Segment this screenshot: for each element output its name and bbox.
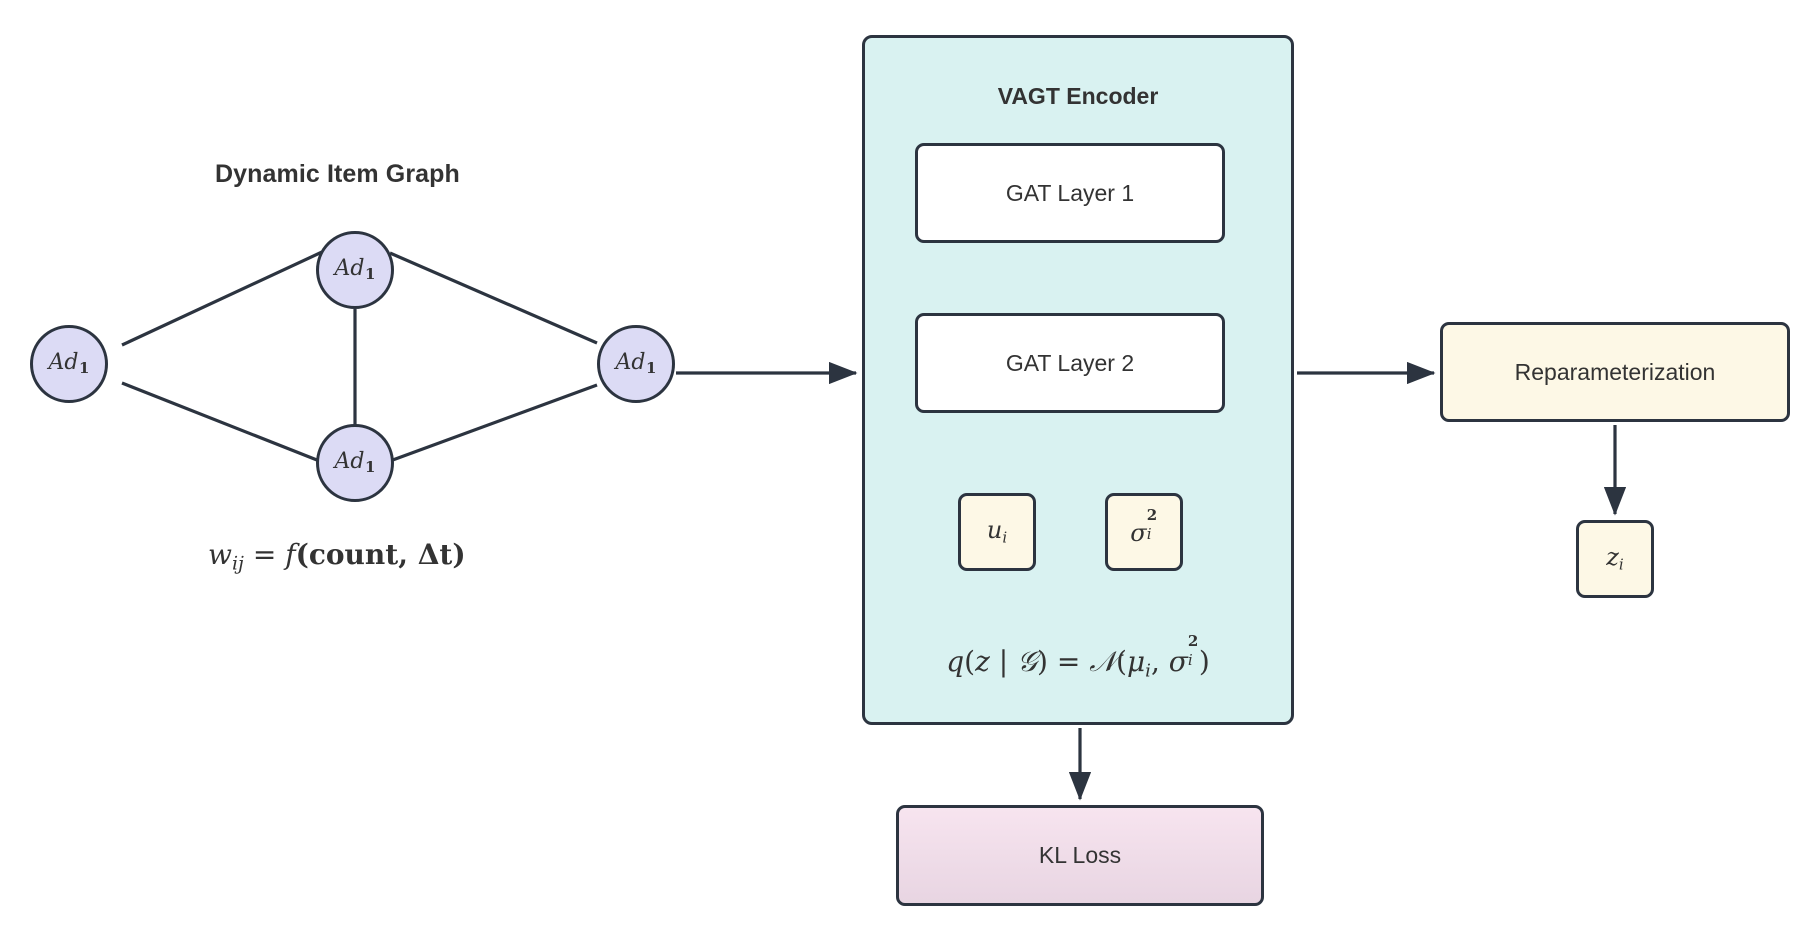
graph-node-left[interactable]: Ad1	[30, 325, 108, 403]
mean-parameter-box[interactable]: ui	[958, 493, 1036, 571]
kl-loss-box[interactable]: KL Loss	[896, 805, 1264, 906]
gat-layer-1-label: GAT Layer 1	[1005, 179, 1135, 206]
graph-node-bottom-label: Ad1	[334, 448, 376, 477]
latent-variable-box[interactable]: zi	[1576, 520, 1654, 598]
reparameterization-label: Reparameterization	[1514, 358, 1716, 385]
gat-layer-2-label: GAT Layer 2	[1005, 349, 1135, 376]
graph-edge-top-right	[389, 251, 598, 345]
latent-variable-label: zi	[1606, 543, 1624, 574]
graph-edge-left-bottom	[121, 381, 323, 464]
encoder-title: VAGT Encoder	[997, 83, 1159, 109]
graph-node-right-label: Ad1	[615, 349, 657, 378]
vagt-encoder-panel: VAGT Encoder GAT Layer 1 GAT Layer 2 ui …	[862, 35, 1294, 725]
graph-edge-left-top	[121, 250, 323, 347]
reparameterization-box[interactable]: Reparameterization	[1440, 322, 1790, 422]
edge-weight-formula: wij = f(count, Δt)	[208, 538, 466, 575]
mean-parameter-label: ui	[986, 516, 1008, 547]
graph-node-right[interactable]: Ad1	[597, 325, 675, 403]
kl-loss-label: KL Loss	[1038, 842, 1122, 868]
graph-node-left-label: Ad1	[48, 349, 90, 378]
gat-layer-1-box[interactable]: GAT Layer 1	[915, 143, 1225, 243]
graph-node-top-label: Ad1	[334, 255, 376, 284]
graph-node-top[interactable]: Ad1	[316, 231, 394, 309]
graph-title: Dynamic Item Graph	[215, 160, 460, 188]
graph-edge-bottom-right	[389, 383, 598, 463]
gat-layer-2-box[interactable]: GAT Layer 2	[915, 313, 1225, 413]
graph-node-bottom[interactable]: Ad1	[316, 424, 394, 502]
